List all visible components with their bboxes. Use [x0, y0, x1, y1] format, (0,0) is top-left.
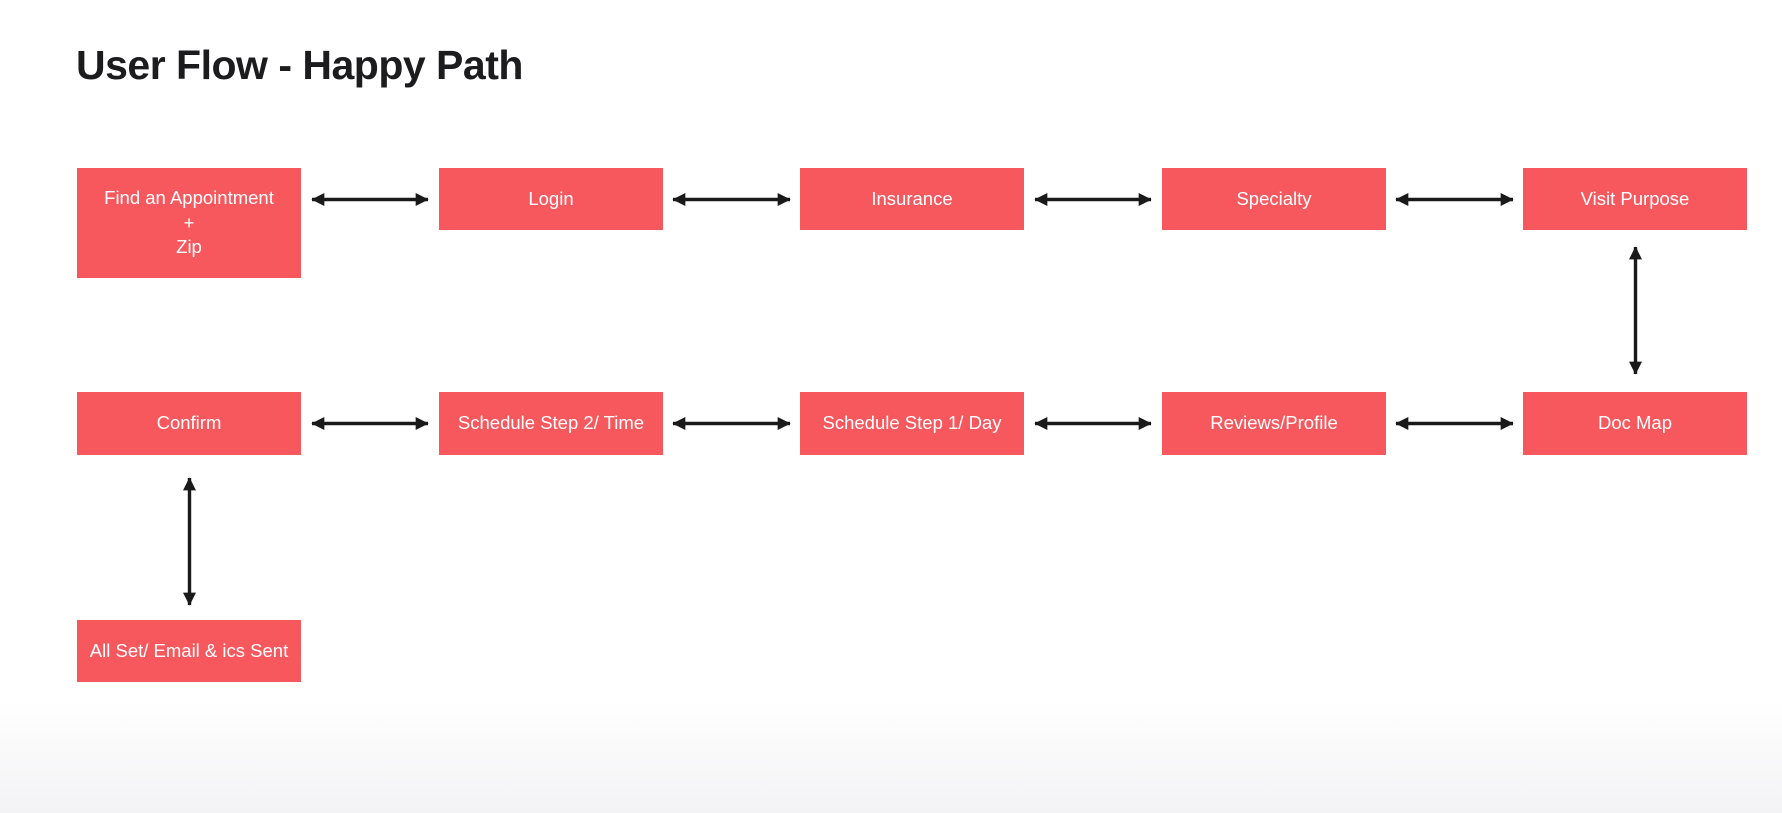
flow-node-visit-purpose: Visit Purpose	[1523, 168, 1747, 230]
flow-node-specialty: Specialty	[1162, 168, 1386, 230]
flow-node-reviews-profile: Reviews/Profile	[1162, 392, 1386, 455]
page-title: User Flow - Happy Path	[76, 42, 523, 88]
flow-node-schedule-step-1: Schedule Step 1/ Day	[800, 392, 1024, 455]
flow-node-insurance: Insurance	[800, 168, 1024, 230]
flow-node-login: Login	[439, 168, 663, 230]
flow-node-confirm: Confirm	[77, 392, 301, 455]
flow-node-doc-map: Doc Map	[1523, 392, 1747, 455]
flow-node-all-set: All Set/ Email & ics Sent	[77, 620, 301, 682]
flow-node-find-appointment: Find an Appointment + Zip	[77, 168, 301, 278]
flow-node-schedule-step-2: Schedule Step 2/ Time	[439, 392, 663, 455]
